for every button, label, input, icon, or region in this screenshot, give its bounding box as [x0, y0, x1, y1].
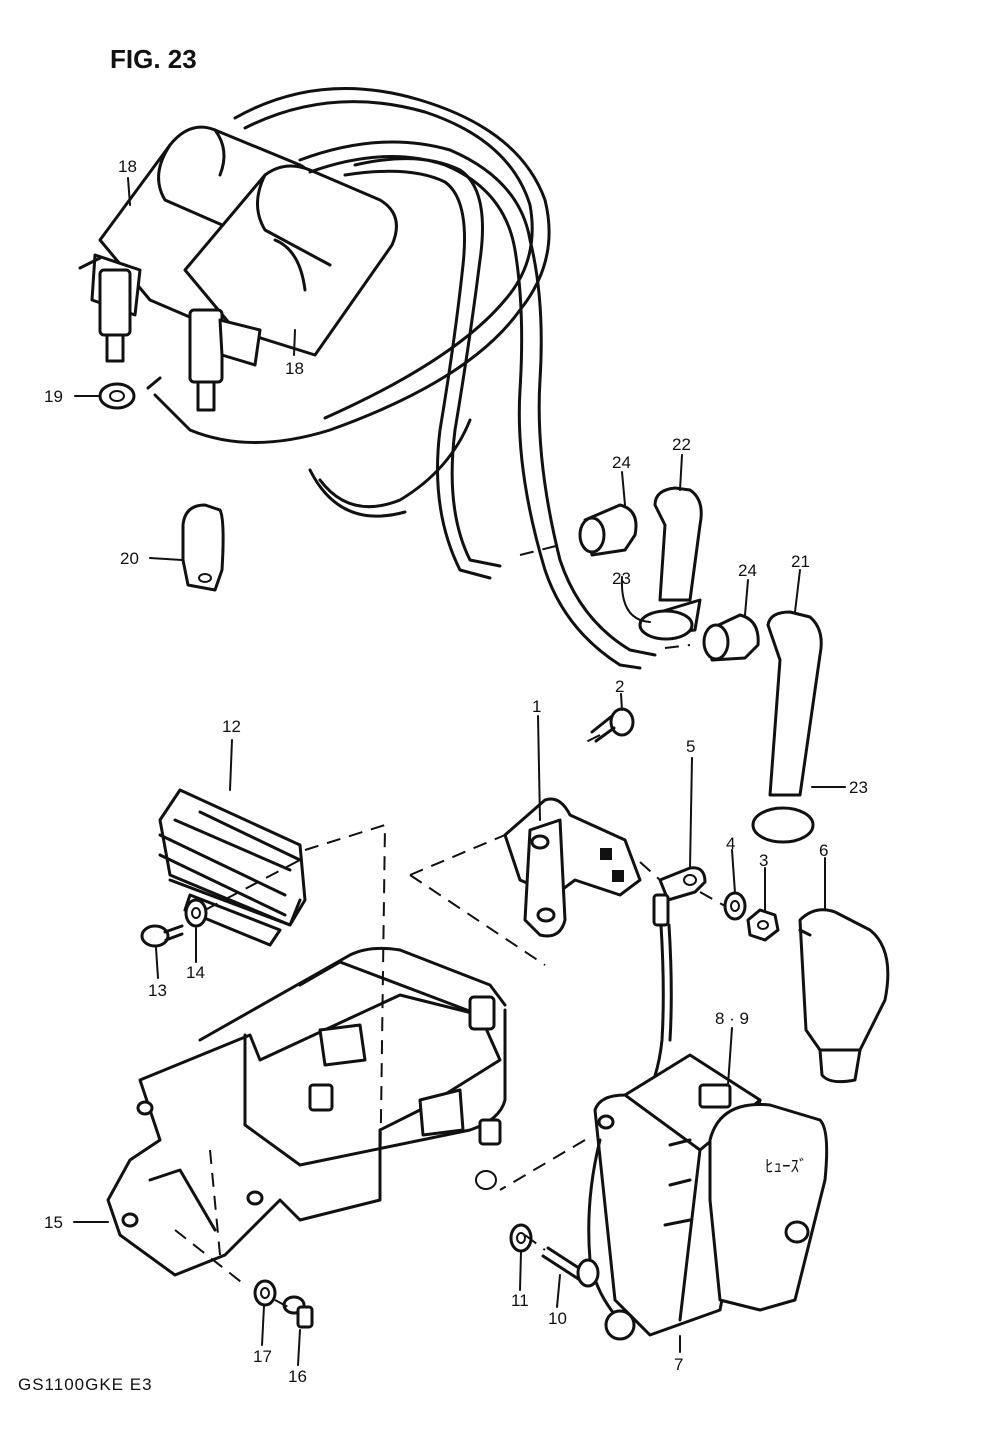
regulator-rectifier-12 — [158, 788, 307, 947]
label-7: 7 — [674, 1355, 683, 1374]
label-14: 14 — [186, 963, 205, 982]
clamp-20 — [181, 503, 225, 592]
ignition-coil-left — [78, 125, 313, 363]
cap-seal-23-upper — [638, 609, 694, 641]
label-18-upper: 18 — [118, 157, 137, 176]
mounting-bracket-15 — [106, 946, 507, 1277]
label-17: 17 — [253, 1347, 272, 1366]
ground-wire-fuse-box — [587, 1138, 636, 1341]
label-13: 13 — [148, 981, 167, 1000]
fuse-box-marking: ﾋｭｰｽﾞ — [765, 1157, 808, 1176]
plug-cap-21 — [751, 610, 823, 844]
label-10: 10 — [548, 1309, 567, 1328]
label-5: 5 — [686, 737, 695, 756]
label-2: 2 — [615, 677, 624, 696]
label-23-lower: 23 — [849, 778, 868, 797]
nut-3 — [746, 908, 780, 942]
ignition-coil-right — [183, 164, 398, 412]
label-11: 11 — [511, 1291, 529, 1310]
cap-seal-24-lower — [702, 613, 760, 662]
label-23-upper: 23 — [612, 569, 631, 588]
label-12: 12 — [222, 717, 241, 736]
screw-10 — [541, 1246, 600, 1288]
label-22: 22 — [672, 435, 691, 454]
washer-4 — [723, 891, 747, 921]
label-18-lower: 18 — [285, 359, 304, 378]
label-6: 6 — [819, 841, 828, 860]
label-3: 3 — [759, 851, 768, 870]
label-16: 16 — [288, 1367, 307, 1386]
label-15: 15 — [44, 1213, 63, 1232]
assembly-guide-lines — [174, 544, 726, 1309]
label-20: 20 — [120, 549, 139, 568]
washer-14 — [184, 898, 208, 928]
bolt-16 — [282, 1295, 314, 1329]
label-4: 4 — [726, 834, 735, 853]
cap-seal-24-upper — [578, 503, 638, 557]
label-24-upper: 24 — [612, 453, 631, 472]
label-21: 21 — [791, 552, 810, 571]
fuse-box-7: ﾋｭｰｽﾞ — [593, 1053, 829, 1337]
label-19: 19 — [44, 387, 63, 406]
label-24-lower: 24 — [738, 561, 757, 580]
label-1: 1 — [532, 697, 541, 716]
leader-lines — [73, 177, 846, 1366]
figure-title: FIG. 23 — [110, 44, 197, 74]
starter-relay-1 — [503, 797, 642, 938]
part-labels: 1 2 3 4 5 6 7 8 · 9 10 11 12 13 14 15 16… — [44, 157, 868, 1386]
label-8-9: 8 · 9 — [715, 1009, 749, 1028]
washer-17 — [253, 1279, 277, 1307]
nut-19 — [98, 382, 136, 410]
terminal-cover-6 — [798, 908, 890, 1084]
screw-13 — [140, 924, 184, 948]
plug-cap-22 — [646, 486, 703, 637]
model-code: GS1100GKE E3 — [18, 1375, 153, 1394]
high-tension-leads — [146, 86, 657, 670]
